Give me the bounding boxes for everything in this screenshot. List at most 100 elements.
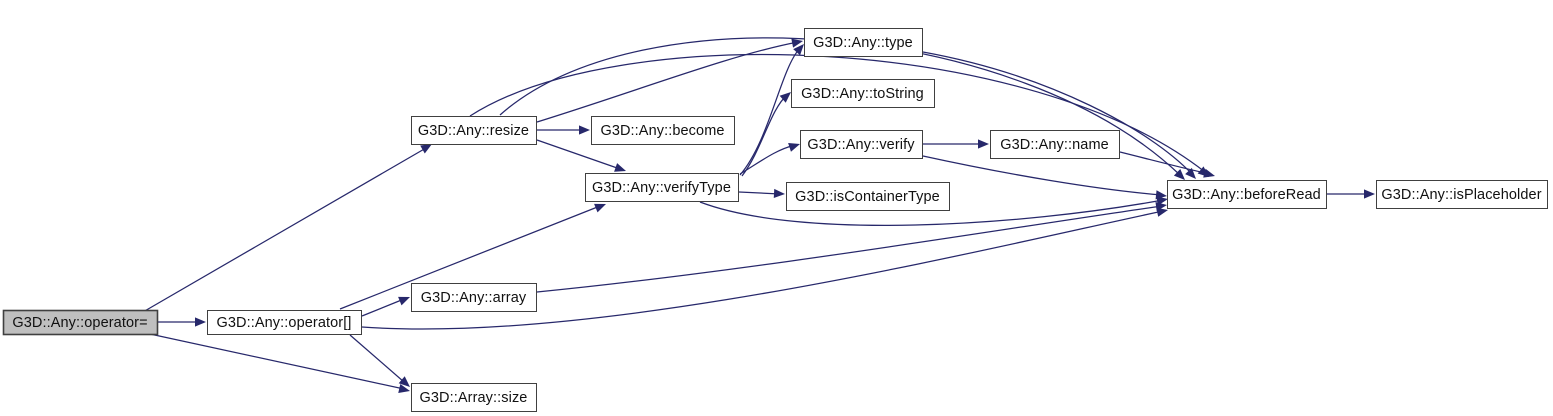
graph-node-operator_idx[interactable]: G3D::Any::operator[] — [207, 310, 362, 335]
edge-arrowhead — [1155, 201, 1167, 212]
node-box[interactable] — [804, 28, 923, 57]
edge-arrowhead — [793, 44, 804, 56]
graph-node-name[interactable]: G3D::Any::name — [990, 130, 1120, 159]
node-box[interactable] — [207, 310, 362, 335]
edge-arrowhead — [420, 144, 432, 154]
node-box[interactable] — [791, 79, 935, 108]
node-box[interactable] — [411, 283, 537, 312]
node-box[interactable] — [585, 173, 739, 202]
edge-arrowhead — [1156, 207, 1168, 217]
node-box[interactable] — [990, 130, 1120, 159]
edge-line — [361, 298, 405, 317]
edge-arrowhead — [594, 203, 606, 213]
edge-arrowhead — [773, 188, 785, 199]
nodes-layer: G3D::Any::operator=G3D::Any::operator[]G… — [2, 28, 1548, 412]
node-label: G3D::Array::size — [420, 390, 528, 406]
node-label: G3D::Any::verify — [807, 137, 915, 153]
node-label: G3D::Any::operator[] — [217, 315, 352, 331]
node-label: G3D::Any::verifyType — [592, 180, 731, 196]
node-box[interactable] — [1376, 180, 1548, 209]
node-label: G3D::Any::isPlaceholder — [1381, 187, 1541, 203]
call-edge — [339, 203, 606, 310]
edge-arrowhead — [579, 125, 590, 135]
graph-node-isContainerType[interactable]: G3D::isContainerType — [786, 182, 950, 211]
edge-arrowhead — [791, 38, 803, 48]
edge-arrowhead — [398, 384, 410, 394]
node-box[interactable] — [800, 130, 923, 159]
call-edge — [739, 143, 800, 175]
edge-arrowhead — [978, 139, 989, 149]
call-edge — [738, 188, 785, 199]
edge-line — [536, 41, 799, 123]
edge-line — [361, 210, 1164, 330]
call-edge — [922, 155, 1167, 200]
node-box[interactable] — [591, 116, 735, 145]
edge-line — [536, 139, 621, 170]
call-edge — [1119, 151, 1215, 178]
node-label: G3D::Any::array — [421, 290, 527, 306]
edge-arrowhead — [1185, 167, 1196, 179]
edge-line — [739, 47, 801, 176]
call-edge — [536, 139, 626, 172]
edge-arrowhead — [1364, 189, 1375, 199]
node-label: G3D::Any::toString — [801, 86, 924, 102]
edge-line — [339, 205, 601, 310]
graph-node-arraysize[interactable]: G3D::Array::size — [411, 383, 537, 412]
node-box[interactable] — [786, 182, 950, 211]
call-edge — [536, 38, 803, 123]
edges-layer — [142, 37, 1375, 394]
call-edge — [922, 51, 1196, 179]
edge-line — [738, 191, 781, 195]
graph-node-verifyType[interactable]: G3D::Any::verifyType — [585, 173, 739, 202]
call-edge — [536, 201, 1167, 293]
call-edge — [142, 144, 432, 313]
edge-arrowhead — [195, 317, 206, 327]
graph-node-become[interactable]: G3D::Any::become — [591, 116, 735, 145]
node-label: G3D::Any::operator= — [12, 315, 147, 331]
edge-line — [349, 334, 405, 383]
graph-node-operator_eq[interactable]: G3D::Any::operator= — [2, 309, 159, 336]
edge-arrowhead — [398, 376, 410, 387]
edge-line — [699, 199, 1164, 226]
graph-node-resize[interactable]: G3D::Any::resize — [411, 116, 537, 145]
graph-node-type[interactable]: G3D::Any::type — [804, 28, 923, 57]
edge-line — [741, 94, 788, 177]
node-box[interactable] — [1167, 180, 1327, 209]
graph-node-toString[interactable]: G3D::Any::toString — [791, 79, 935, 108]
call-edge — [739, 44, 804, 176]
call-edge — [361, 296, 410, 317]
edge-line — [536, 205, 1163, 293]
node-label: G3D::Any::name — [1000, 137, 1109, 153]
edge-arrowhead — [614, 163, 626, 172]
call-edge — [158, 317, 206, 327]
node-label: G3D::isContainerType — [795, 189, 940, 205]
edge-line — [142, 147, 427, 313]
edge-arrowhead — [1197, 166, 1209, 177]
edge-arrowhead — [1155, 190, 1167, 200]
call-edge — [537, 125, 590, 135]
edge-arrowhead — [788, 143, 800, 152]
node-label: G3D::Any::resize — [418, 123, 529, 139]
node-box[interactable] — [2, 309, 159, 336]
call-edge — [149, 333, 410, 394]
node-label: G3D::Any::type — [813, 35, 913, 51]
edge-arrowhead — [1173, 169, 1185, 180]
graph-node-array[interactable]: G3D::Any::array — [411, 283, 537, 312]
node-box[interactable] — [411, 116, 537, 145]
graph-node-isPlaceholder[interactable]: G3D::Any::isPlaceholder — [1376, 180, 1548, 209]
graph-node-beforeRead[interactable]: G3D::Any::beforeRead — [1167, 180, 1327, 209]
call-edge — [1327, 189, 1375, 199]
call-edge — [923, 139, 989, 149]
call-edge — [499, 37, 1185, 180]
edge-line — [922, 51, 1193, 175]
node-box[interactable] — [411, 383, 537, 412]
edge-line — [922, 155, 1163, 196]
graph-node-verify[interactable]: G3D::Any::verify — [800, 130, 923, 159]
edge-line — [1119, 151, 1211, 175]
call-edge — [349, 334, 410, 387]
node-label: G3D::Any::beforeRead — [1172, 187, 1321, 203]
edge-arrowhead — [779, 92, 791, 103]
edge-line — [739, 144, 796, 175]
